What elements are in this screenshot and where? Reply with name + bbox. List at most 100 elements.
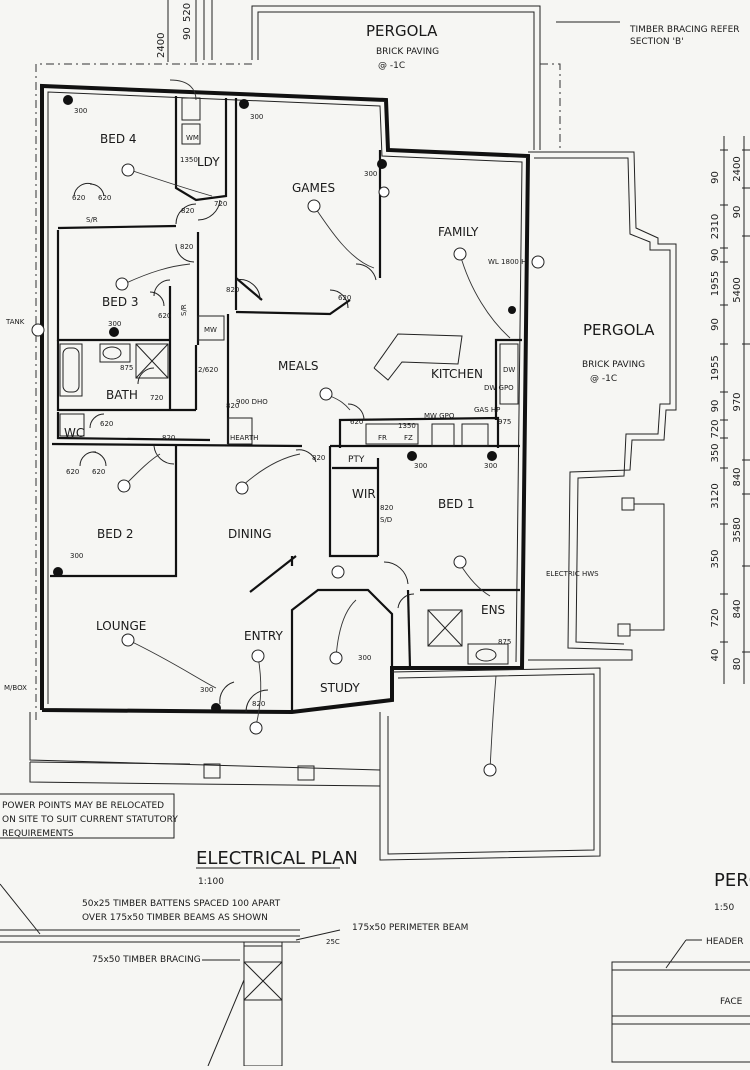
label-wl: WL 1800 H <box>488 258 526 266</box>
door-swings <box>73 182 415 713</box>
svg-text:300: 300 <box>74 107 87 115</box>
room-ens: ENS <box>481 603 505 617</box>
top-dim-2: 90 <box>182 27 193 40</box>
label-tank: TANK <box>5 318 25 326</box>
svg-text:300: 300 <box>70 552 83 560</box>
boundary-line <box>35 63 252 720</box>
right-dim-inner-1: 2400 <box>732 156 743 181</box>
svg-text:2/620: 2/620 <box>198 366 218 374</box>
plan-title-main: ELECTRICAL PLAN <box>196 848 358 869</box>
label-hearth: HEARTH <box>230 434 258 442</box>
room-lounge: LOUNGE <box>96 619 146 633</box>
pergola-right-title: PERGOLA <box>583 321 655 339</box>
fixtures <box>59 97 519 665</box>
room-wc: WC <box>64 426 84 440</box>
right-dim-inner-2: 90 <box>732 206 743 219</box>
detail-bracing: 75x50 TIMBER BRACING <box>92 955 201 965</box>
svg-text:620: 620 <box>92 468 105 476</box>
label-gas-hp: GAS HP <box>474 406 500 414</box>
section-detail: 50x25 TIMBER BATTENS SPACED 100 APART OV… <box>0 883 468 1067</box>
room-dining: DINING <box>228 527 272 541</box>
detail-perimeter: 175x50 PERIMETER BEAM <box>352 923 468 933</box>
svg-text:620: 620 <box>72 194 85 202</box>
pergola-right-level: @ -1C <box>590 374 617 384</box>
top-dim-1: 2400 <box>156 33 167 58</box>
pergola-right-paving: BRICK PAVING <box>582 360 645 370</box>
right-dim-outer-1: 90 <box>710 171 721 184</box>
label-mw-gpo: MW GPO <box>424 412 455 420</box>
room-family: FAMILY <box>438 225 479 239</box>
svg-text:300: 300 <box>250 113 263 121</box>
right-dim-outer-12: 720 <box>710 608 721 627</box>
room-pty: PTY <box>348 455 365 465</box>
label-sr-bed4: S/R <box>86 216 98 224</box>
svg-text:820: 820 <box>180 243 193 251</box>
note-power-3: REQUIREMENTS <box>2 829 74 839</box>
pergola-right: PERGOLA BRICK PAVING @ -1C <box>528 151 677 661</box>
label-dho: 900 DHO <box>236 398 268 406</box>
svg-text:300: 300 <box>484 462 497 470</box>
svg-text:820: 820 <box>252 700 265 708</box>
detail-right-scale: 1:50 <box>714 903 734 913</box>
house-outline <box>40 83 531 715</box>
power-note: POWER POINTS MAY BE RELOCATED ON SITE TO… <box>0 793 178 839</box>
right-dim-outer-6: 1955 <box>710 355 721 380</box>
detail-right-face: FACE <box>720 997 743 1007</box>
label-mw: MW <box>204 326 217 334</box>
right-dim-inner-6: 3580 <box>732 517 743 542</box>
right-dim-inner-8: 80 <box>732 658 743 671</box>
label-mbox: M/BOX <box>4 684 27 692</box>
right-dim-outer-13: 40 <box>710 649 721 662</box>
right-dim-outer-4: 1955 <box>710 271 721 296</box>
label-dw-gpo: DW GPO <box>484 384 514 392</box>
svg-text:875: 875 <box>120 364 133 372</box>
size-labels: 300 300 620 620 820 720 820 820 620 300 … <box>66 107 511 708</box>
room-bed4: BED 4 <box>100 132 137 146</box>
svg-text:300: 300 <box>200 686 213 694</box>
pergola-top: PERGOLA BRICK PAVING @ -1C <box>203 0 541 150</box>
room-ldy: LDY <box>197 155 220 169</box>
right-dim-inner-3: 5400 <box>732 277 743 302</box>
room-entry: ENTRY <box>244 629 283 643</box>
detail-right: PERG 1:50 HEADER FACE <box>611 870 750 1063</box>
right-dim-outer-2: 2310 <box>710 214 721 239</box>
interior-walls <box>29 96 522 771</box>
plan-title: ELECTRICAL PLAN 1:100 <box>196 848 358 887</box>
fixture-labels: WM S/R S/R MW WL 1800 H DW DW GPO FR FZ … <box>4 134 599 692</box>
pergola-top-level: @ -1C <box>378 61 405 71</box>
right-dim-outer-10: 3120 <box>710 483 721 508</box>
label-dw: DW <box>503 366 515 374</box>
room-meals: MEALS <box>278 359 318 373</box>
right-dim-outer-8: 720 <box>710 419 721 438</box>
detail-right-header: HEADER <box>706 937 743 947</box>
svg-text:300: 300 <box>108 320 121 328</box>
right-dim-inner-4: 970 <box>732 392 743 411</box>
right-dim-inner-7: 840 <box>732 599 743 618</box>
right-dim-outer-9: 350 <box>710 443 721 462</box>
svg-text:975: 975 <box>498 418 511 426</box>
room-games: GAMES <box>292 181 335 195</box>
svg-text:620: 620 <box>98 194 111 202</box>
room-bed1: BED 1 <box>438 497 475 511</box>
svg-text:720: 720 <box>214 200 227 208</box>
right-dim-inner-5: 840 <box>732 467 743 486</box>
right-dim-outer-5: 90 <box>710 318 721 331</box>
svg-text:820: 820 <box>162 434 175 442</box>
svg-text:620: 620 <box>158 312 171 320</box>
svg-text:300: 300 <box>414 462 427 470</box>
svg-text:820: 820 <box>312 454 325 462</box>
svg-text:620: 620 <box>100 420 113 428</box>
room-labels: BED 4 LDY GAMES FAMILY BED 3 BATH WC MEA… <box>64 132 505 695</box>
svg-text:300: 300 <box>364 170 377 178</box>
svg-text:820: 820 <box>380 504 393 512</box>
label-wm: WM <box>186 134 199 142</box>
room-bed2: BED 2 <box>97 527 134 541</box>
carport <box>29 667 601 861</box>
svg-text:820: 820 <box>226 402 239 410</box>
pergola-top-title: PERGOLA <box>366 22 438 40</box>
svg-text:820: 820 <box>226 286 239 294</box>
svg-text:875: 875 <box>498 638 511 646</box>
pergola-top-paving: BRICK PAVING <box>376 47 439 57</box>
